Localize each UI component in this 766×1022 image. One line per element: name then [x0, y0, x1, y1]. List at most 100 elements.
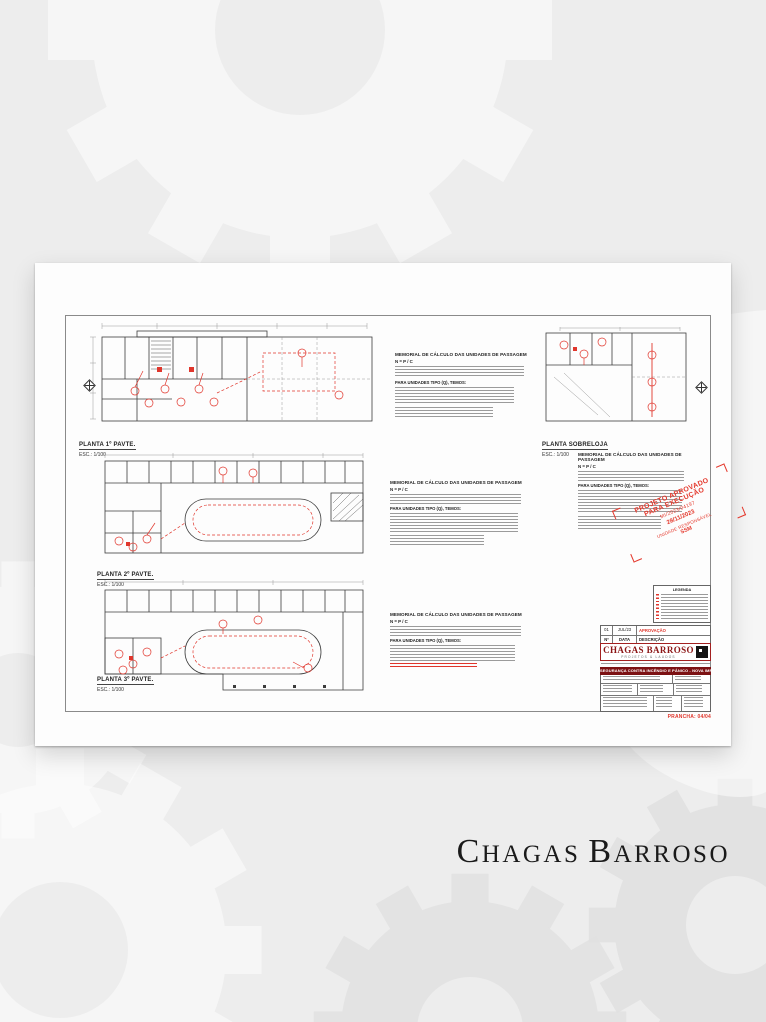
memorial-formula: N = P / C: [390, 487, 408, 492]
dimension-lines: [90, 323, 368, 420]
plan-label-2: PLANTA 2º PAVTE. ESC.: 1/100: [97, 563, 154, 588]
titleblock-grid: [600, 674, 711, 712]
walls: [101, 330, 373, 422]
placeholder-text: [603, 676, 660, 680]
floor-plan-sobreloja-drawing: [545, 327, 687, 422]
memorial-paragraph: [390, 625, 521, 636]
project-title-banner: SEGURANÇA CONTRA INCÊNDIO E PÂNICO - NOV…: [600, 666, 711, 675]
fire-equipment-markers: [114, 466, 314, 552]
walls: [104, 460, 364, 554]
company-name: CHAGAS BARROSO: [603, 644, 694, 655]
columns: [233, 685, 326, 688]
memorial-block-2: MEMORIAL DE CÁLCULO DAS UNIDADES DE PASS…: [390, 480, 535, 545]
memorial-note-red: [390, 662, 477, 669]
titleblock-cell: [673, 675, 710, 683]
placeholder-text: [655, 697, 673, 708]
dimension-lines: [104, 580, 364, 585]
legend-entries: [661, 593, 708, 620]
fire-equipment-markers: [130, 348, 344, 408]
gear-watermark-bottom-right: [588, 778, 766, 1022]
titleblock-row: [601, 682, 710, 695]
memorial-paragraph: [395, 386, 514, 405]
revision-date: JUL/23: [613, 626, 637, 635]
placeholder-text: [676, 685, 702, 693]
plan-scale: ESC.: 1/100: [97, 687, 124, 693]
memorial-subheading: PARA UNIDADES TIPO (Q), TEMOS:: [390, 638, 462, 643]
floor-plan-3-drawing: [104, 580, 364, 691]
plan-name: PLANTA SOBRELOJA: [542, 442, 608, 450]
brand-word-1: HAGAS: [481, 841, 581, 868]
fire-equipment-markers: [559, 337, 657, 417]
hatch: [332, 492, 364, 522]
memorial-formula: N = P / C: [390, 619, 408, 624]
revision-row: 01 JUL/23 APROVAÇÃO: [601, 626, 710, 635]
gear-watermark-top: [48, 0, 552, 282]
plan-name: PLANTA 2º PAVTE.: [97, 572, 154, 580]
plan-scale: ESC.: 1/100: [79, 452, 106, 458]
plan-label-3: PLANTA 3º PAVTE. ESC.: 1/100: [97, 668, 154, 693]
dimension-lines: [104, 453, 364, 458]
plan-name: PLANTA 3º PAVTE.: [97, 677, 154, 685]
memorial-paragraph: [578, 515, 661, 530]
placeholder-text: [684, 697, 703, 708]
memorial-paragraph: [390, 512, 518, 533]
stamp-corner: [734, 506, 747, 519]
plan-name: PLANTA 1º PAVTE.: [79, 442, 136, 450]
memorial-block-4: MEMORIAL DE CÁLCULO DAS UNIDADES DE PASS…: [390, 612, 535, 669]
sheet-corner-note: PRANCHA: 04/04: [667, 714, 711, 720]
placeholder-text: [603, 685, 632, 693]
titleblock-cell: [601, 683, 638, 695]
placeholder-text: [639, 685, 664, 693]
titleblock-row: [601, 694, 710, 711]
memorial-subheading: PARA UNIDADES TIPO (Q), TEMOS:: [390, 506, 462, 511]
revision-number: 01: [601, 626, 613, 635]
sheet-border-frame: [65, 315, 711, 712]
memorial-formula: N = P / C: [578, 464, 596, 469]
memorial-header: MEMORIAL DE CÁLCULO DAS UNIDADES DE PASS…: [390, 480, 522, 485]
plan-scale: ESC.: 1/100: [542, 452, 569, 458]
memorial-paragraph: [395, 365, 524, 378]
placeholder-text: [674, 676, 702, 680]
gear-watermark-bottom-center: [313, 873, 627, 1022]
memorial-paragraph: [390, 534, 485, 545]
contact-line: [601, 662, 710, 666]
memorial-block-1: MEMORIAL DE CÁLCULO DAS UNIDADES DE PASS…: [395, 352, 535, 419]
dimension-lines: [559, 327, 681, 331]
revision-header-row: Nº DATA DESCRIÇÃO: [601, 634, 710, 643]
memorial-paragraph: [390, 644, 515, 661]
memorial-header: MEMORIAL DE CÁLCULO DAS UNIDADES DE PASS…: [390, 612, 522, 617]
memorial-subheading: PARA UNIDADES TIPO (Q), TEMOS:: [395, 380, 467, 385]
legend-symbols: [656, 593, 659, 620]
callout-lines: [553, 372, 686, 418]
drawing-sheet: PLANTA 1º PAVTE. ESC.: 1/100: [35, 263, 747, 746]
walls: [104, 589, 364, 691]
plan-label-sobreloja: PLANTA SOBRELOJA ESC.: 1/100: [542, 433, 608, 458]
memorial-header: MEMORIAL DE CÁLCULO DAS UNIDADES DE PASS…: [395, 352, 527, 357]
plan-label-1: PLANTA 1º PAVTE. ESC.: 1/100: [79, 433, 136, 458]
legend-title: LEGENDA: [672, 588, 692, 592]
fire-equipment-markers: [114, 615, 314, 675]
grid-lines: [247, 337, 372, 421]
brand-word-2: ARROSO: [613, 841, 730, 868]
memorial-paragraph: [390, 493, 521, 504]
revision-header-number: Nº: [601, 635, 613, 643]
company-tagline: PROJETOS & LAUDOS: [621, 654, 676, 659]
titleblock-row: [601, 674, 710, 683]
titleblock-cell: [674, 684, 710, 695]
memorial-paragraph: [395, 406, 493, 419]
memorial-paragraph: [578, 470, 684, 481]
titleblock-cell: [682, 696, 710, 711]
brand-initial-c: C: [456, 833, 482, 870]
revision-header-date: DATA: [613, 635, 637, 643]
titleblock-cell: [601, 695, 654, 711]
gear-watermark-bottom-left: [0, 748, 262, 1022]
titleblock-cell: [654, 695, 683, 711]
floor-plan-2-drawing: [104, 453, 364, 554]
stairs: [151, 340, 171, 370]
revision-header-description: DESCRIÇÃO: [639, 636, 665, 642]
plan-scale: ESC.: 1/100: [97, 582, 124, 588]
memorial-header: MEMORIAL DE CÁLCULO DAS UNIDADES DE PASS…: [578, 452, 682, 462]
legend-box: LEGENDA: [653, 585, 711, 623]
